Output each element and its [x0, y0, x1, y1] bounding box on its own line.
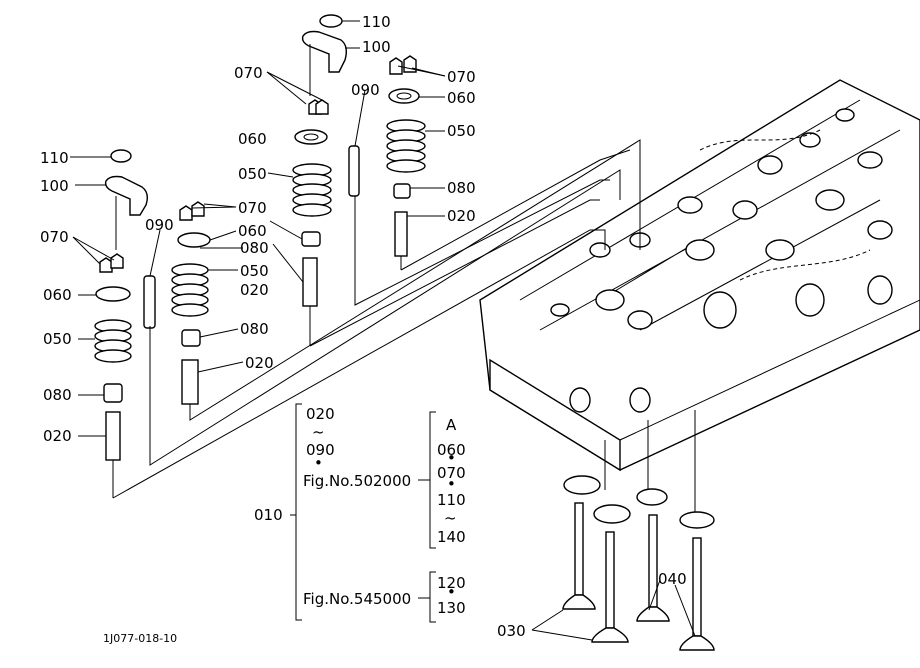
ref-060: 060: [437, 441, 466, 459]
callout-080-mid: 080: [240, 320, 269, 338]
callout-070-top-left: 070: [234, 64, 263, 82]
callout-110-left: 110: [40, 149, 69, 167]
callout-050-mid: 050: [240, 262, 269, 280]
ref-dot-2: •: [447, 475, 456, 493]
left-valve-stack: [94, 149, 149, 498]
callout-050-left: 050: [43, 330, 72, 348]
ref-140: 140: [437, 528, 466, 546]
callout-060-top-mid: 060: [238, 130, 267, 148]
group-brackets: [290, 403, 436, 623]
callout-110-top: 110: [362, 13, 391, 31]
callout-030: 030: [497, 622, 526, 640]
callout-080-top-right: 080: [447, 179, 476, 197]
mid-valve-stack: [143, 201, 211, 405]
ref-120: 120: [437, 574, 466, 592]
routing-lines: [112, 139, 641, 499]
callout-070-mid: 070: [238, 199, 267, 217]
callout-050-top-right: 050: [447, 122, 476, 140]
drawing-code: 1J077-018-10: [103, 632, 177, 645]
callout-060-top-right: 060: [447, 89, 476, 107]
ref-a: A: [446, 416, 457, 434]
callout-100-top: 100: [362, 38, 391, 56]
leader-lines: [70, 20, 696, 641]
callout-labels: 110 100 070 070 090 060 060 050 050 080 …: [40, 13, 687, 640]
group-block: 020 ~ 090 • Fig.No.502000 Fig.No.545000 …: [303, 405, 466, 617]
callout-050-top-mid: 050: [238, 165, 267, 183]
ref-dot-3: •: [447, 583, 456, 601]
range-end: 090: [306, 441, 335, 459]
range-start: 020: [306, 405, 335, 423]
callout-060-left: 060: [43, 286, 72, 304]
callout-080-left: 080: [43, 386, 72, 404]
ref-dot-1: •: [447, 449, 456, 467]
fig-no-545000: Fig.No.545000: [303, 590, 411, 608]
callout-090-left: 090: [145, 216, 174, 234]
fig-no-502000: Fig.No.502000: [303, 472, 411, 490]
cylinder-head: [479, 79, 920, 472]
callout-070-top-right: 070: [447, 68, 476, 86]
callout-090-top: 090: [351, 81, 380, 99]
callout-070-left: 070: [40, 228, 69, 246]
callout-060-mid: 060: [238, 222, 267, 240]
top-right-valve-stack: [386, 55, 426, 270]
callout-080-top-mid: 080: [240, 239, 269, 257]
callout-020-top-right: 020: [447, 207, 476, 225]
callout-100-left: 100: [40, 177, 69, 195]
ref-070: 070: [437, 464, 466, 482]
ref-130: 130: [437, 599, 466, 617]
top-middle-valve-stack: [292, 14, 360, 346]
range-tilde: ~: [312, 423, 325, 441]
callout-040: 040: [658, 570, 687, 588]
callout-020-top-mid: 020: [240, 281, 269, 299]
range-dot: •: [314, 454, 323, 472]
ref-110: 110: [437, 491, 466, 509]
callout-020-mid: 020: [245, 354, 274, 372]
valves: [562, 410, 715, 651]
callout-010: 010: [254, 506, 283, 524]
callout-020-left: 020: [43, 427, 72, 445]
ref-tilde: ~: [444, 509, 457, 527]
